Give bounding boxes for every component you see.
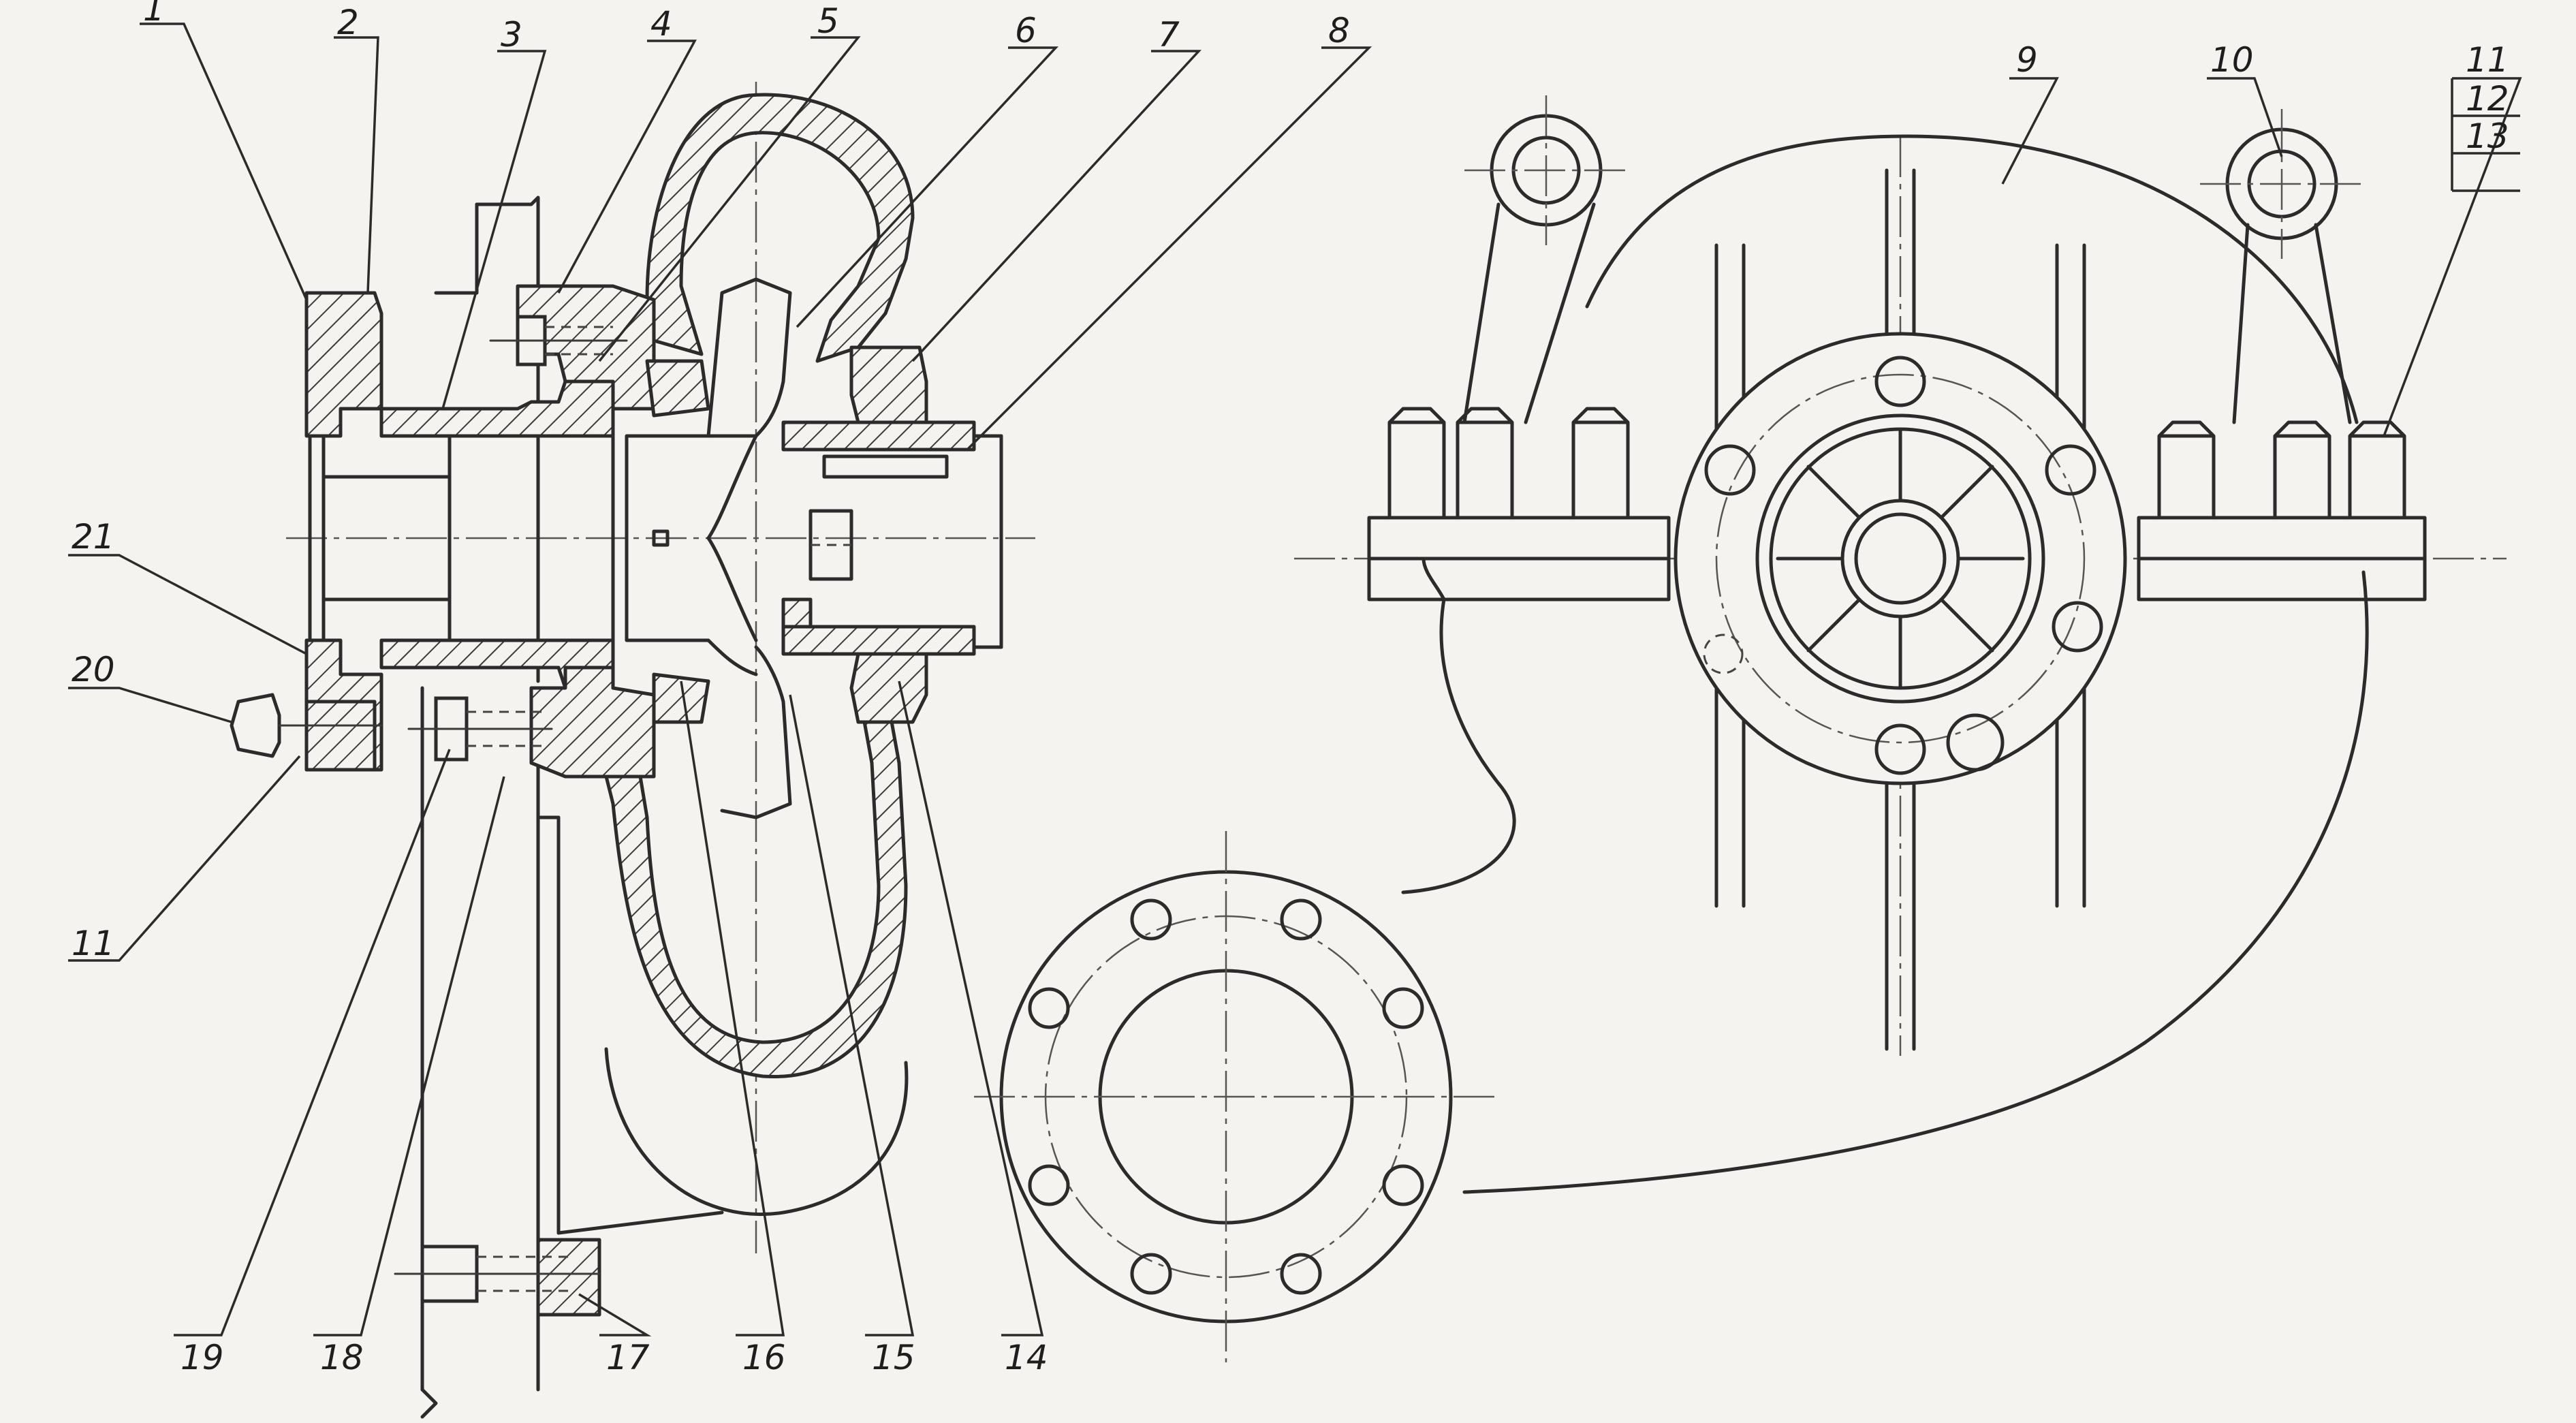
mounting-wall: [420, 196, 561, 1419]
shaft: [781, 420, 1003, 656]
callout-12: 12: [2466, 79, 2509, 119]
callout-2: 2: [337, 3, 359, 42]
callout-16: 16: [742, 1338, 786, 1377]
rail-bolts: [1387, 407, 2406, 520]
callout-11-top: 11: [2466, 40, 2509, 80]
mounting-bolt: [394, 1238, 601, 1317]
callout-5: 5: [817, 1, 839, 41]
bearing-cover: [407, 284, 656, 779]
sleeve-housing: [379, 379, 615, 690]
callout-19: 19: [180, 1338, 224, 1377]
bearing-flange: [1674, 332, 2127, 785]
external-bolt: [230, 693, 383, 772]
lifting-eye-left: [1462, 95, 1628, 424]
impeller: [625, 277, 792, 819]
callout-15: 15: [872, 1338, 915, 1377]
callout-3: 3: [501, 15, 522, 54]
discharge-flange: [974, 831, 1498, 1362]
front-view: [974, 95, 2507, 1362]
callout-21: 21: [72, 517, 115, 557]
gland: [849, 345, 928, 724]
callout-4: 4: [650, 4, 672, 44]
callout-1: 1: [143, 0, 165, 29]
lifting-eye-right: [2200, 109, 2363, 424]
callout-labels: 1 2 3 4 5 6 7 8 9 10 11 12 13 11 14 15 1…: [72, 0, 2509, 1377]
callout-13: 13: [2466, 116, 2509, 156]
callout-6: 6: [1015, 11, 1037, 50]
volute-casing: [556, 93, 915, 1235]
callout-7: 7: [1158, 15, 1180, 54]
callout-14: 14: [1005, 1338, 1048, 1377]
callout-leaders: [68, 22, 2522, 1336]
callout-20: 20: [72, 650, 115, 689]
callout-9: 9: [2016, 40, 2038, 80]
callout-8: 8: [1328, 11, 1350, 50]
callout-11-bottom: 11: [72, 924, 115, 963]
seal-rings: [645, 359, 710, 724]
callout-17: 17: [606, 1338, 650, 1377]
callout-10: 10: [2210, 40, 2254, 80]
callout-18: 18: [320, 1338, 364, 1377]
inlet-flange: [304, 291, 452, 772]
